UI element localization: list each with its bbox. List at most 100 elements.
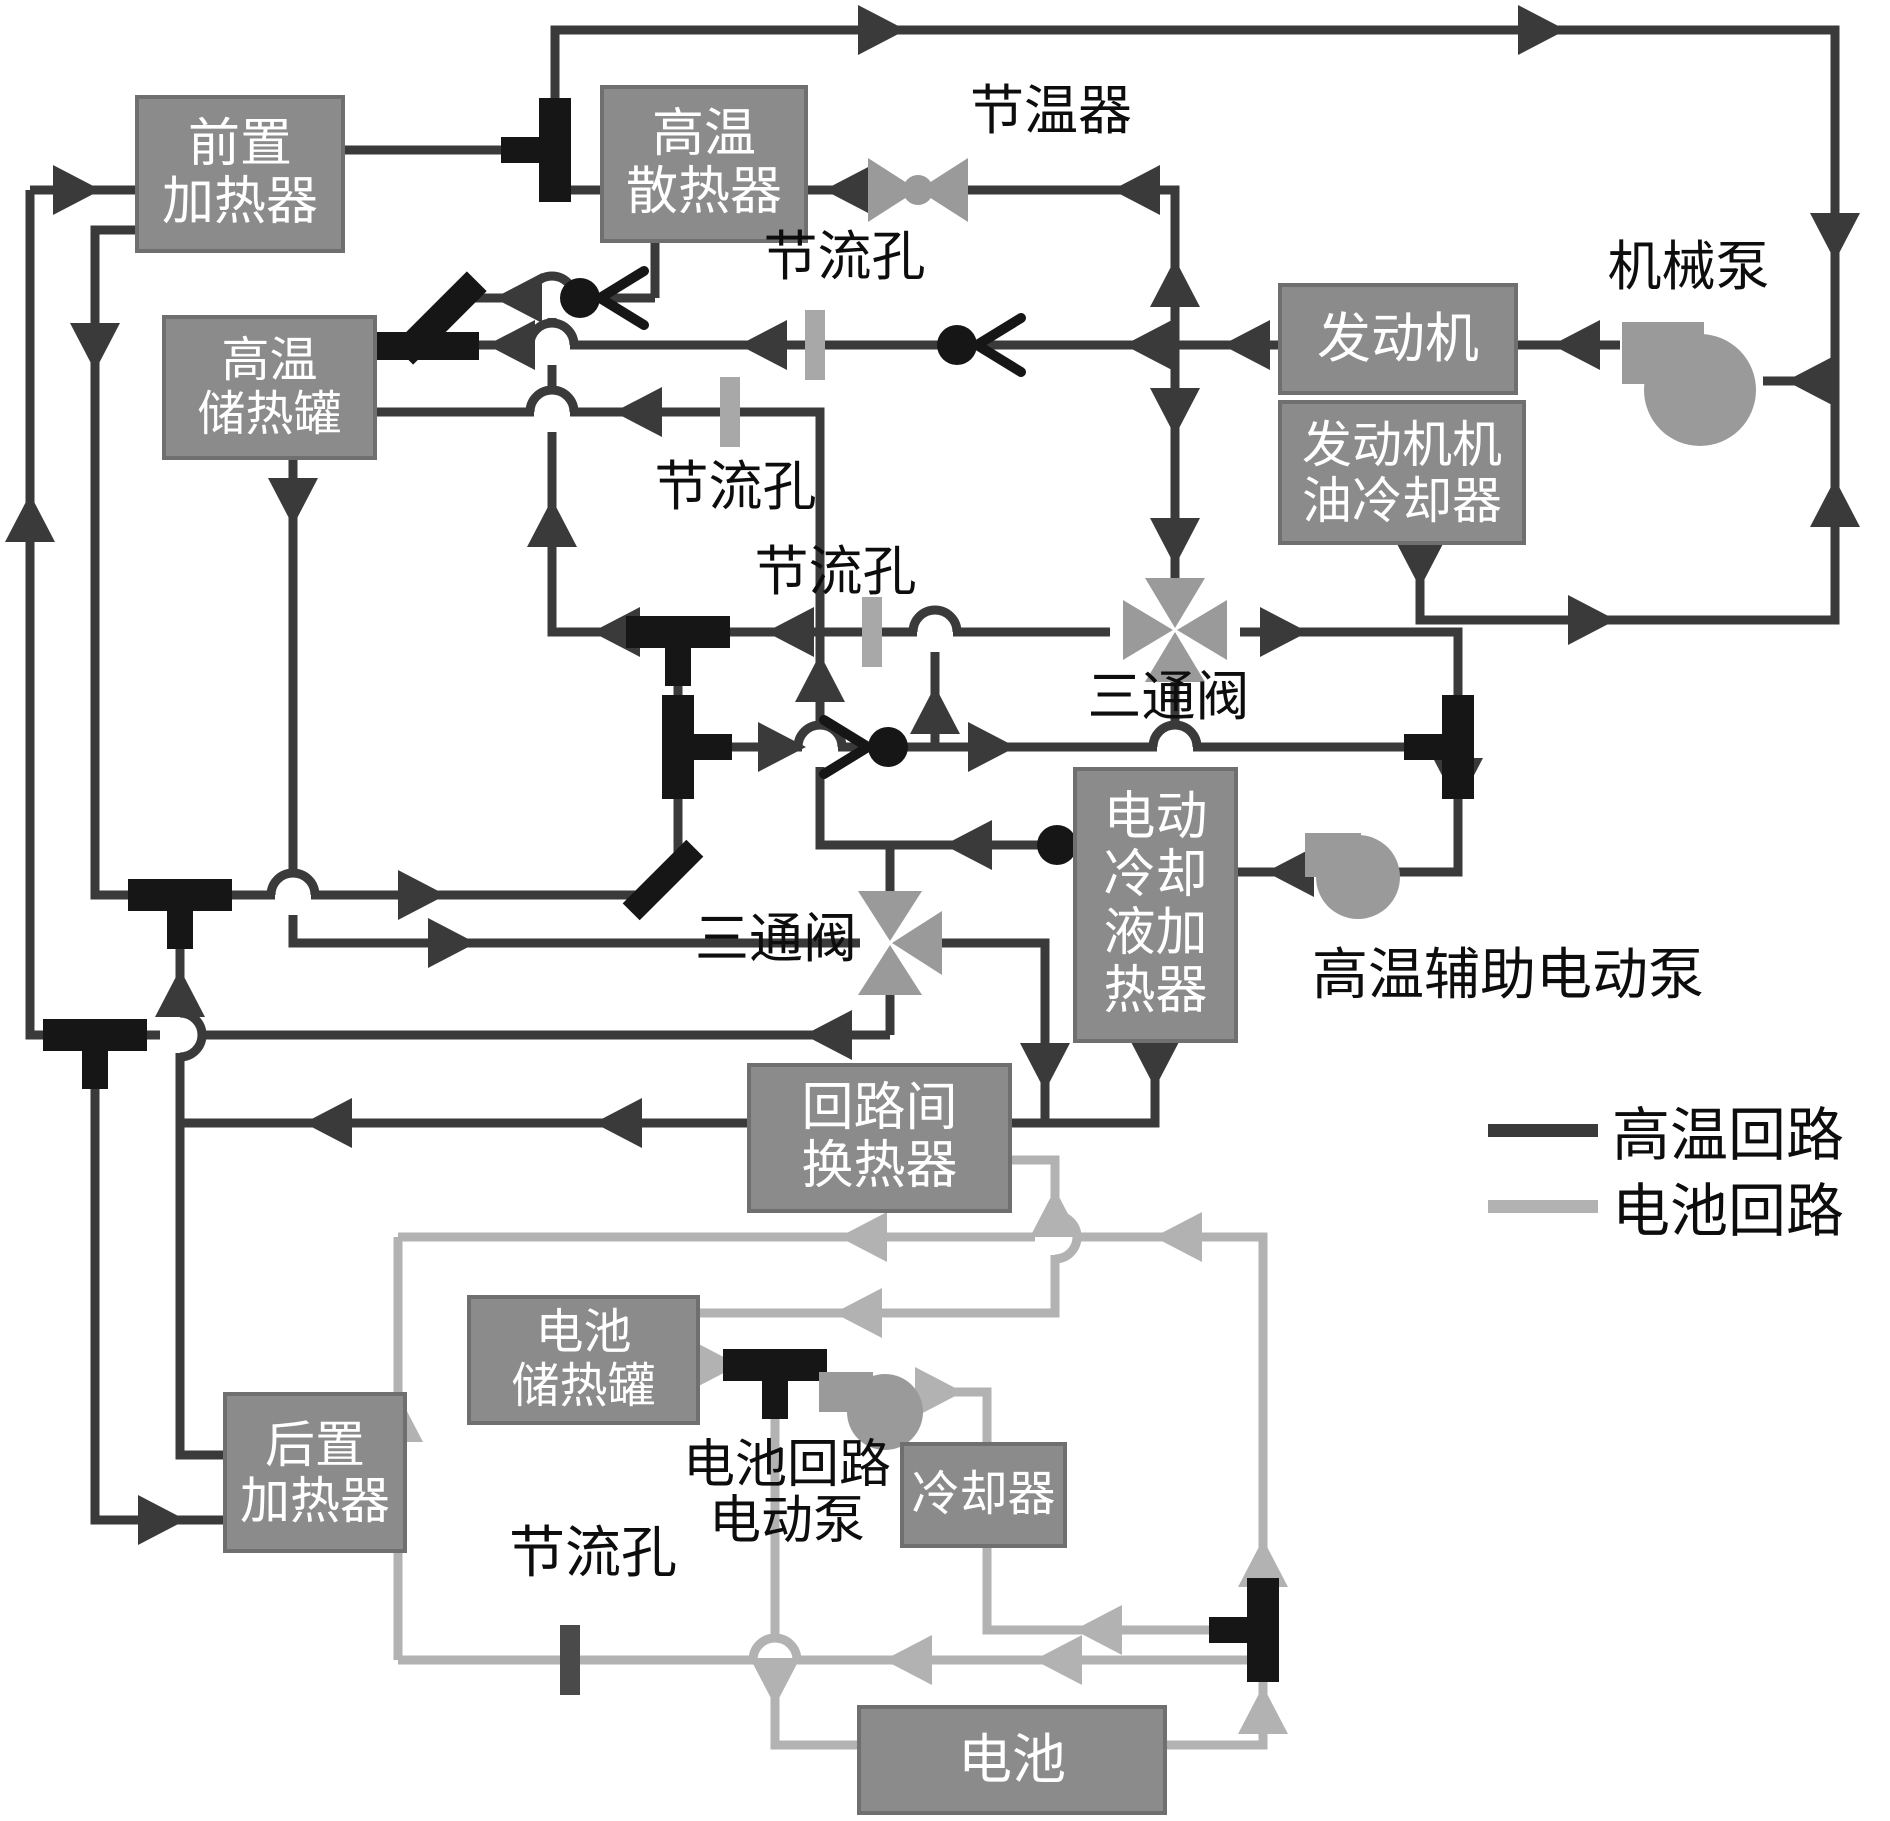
flow-arrow — [915, 1367, 963, 1417]
flow-arrow — [1260, 607, 1308, 657]
three-way-valve-1-icon — [1145, 578, 1205, 628]
three-way-valve-1-icon — [1123, 600, 1173, 660]
three-way-valve-1-label: 三通阀 — [1087, 667, 1250, 727]
diagonal-valve-icon — [393, 271, 487, 365]
pipe-hop — [793, 720, 847, 748]
battery-storage-tank-box: 电池 储热罐 — [467, 1295, 700, 1425]
flow-arrow — [1034, 1635, 1082, 1685]
flow-arrow — [691, 1340, 739, 1390]
cooler-box: 冷却器 — [900, 1442, 1067, 1548]
flow-arrow — [494, 273, 542, 323]
pipe-ht-loop — [90, 225, 655, 900]
flow-arrow — [1810, 479, 1860, 527]
flow-arrow — [839, 1212, 887, 1262]
flow-arrow — [884, 1635, 932, 1685]
diagonal-valve-icon — [622, 839, 704, 921]
check-valve-ball-icon — [560, 278, 600, 318]
flow-arrow — [1810, 213, 1860, 261]
orifice-2-label: 节流孔 — [654, 457, 817, 517]
ht-loop-legend-label: 高温回路 — [1612, 1103, 1845, 1168]
tee-fitting — [1209, 1617, 1263, 1643]
three-way-valve-1-icon — [1177, 600, 1227, 660]
flow-arrow — [304, 1098, 352, 1148]
flow-arrow — [527, 499, 577, 547]
flow-arrow — [739, 320, 787, 370]
mechanical-pump-label: 机械泵 — [1607, 237, 1770, 297]
flow-arrow — [1395, 540, 1445, 588]
three-way-valve-1-icon — [1145, 632, 1205, 682]
tee-fitting — [678, 734, 732, 760]
flow-arrow — [858, 5, 906, 55]
flow-arrow — [594, 1098, 642, 1148]
flow-arrow — [766, 607, 814, 657]
three-way-valve-2-icon — [892, 911, 942, 975]
legend-row-battery-loop: 电池回路 — [1488, 1168, 1844, 1244]
flow-arrow — [70, 323, 120, 371]
flow-arrow — [910, 686, 960, 734]
thermostat-label: 节温器 — [970, 81, 1132, 141]
pipe-hop — [525, 385, 579, 413]
engine-oil-cooler-box: 发动机机 油冷却器 — [1278, 400, 1526, 545]
battery-loop-swatch — [1488, 1199, 1598, 1213]
battery-pump-label: 电池回路 电动泵 — [682, 1437, 891, 1551]
pipe-hop — [266, 868, 320, 896]
flow-arrow — [968, 722, 1016, 772]
pipe-hop — [525, 318, 579, 346]
pipe-ht-loop — [25, 190, 890, 1040]
three-way-valve-2-icon — [858, 891, 922, 941]
flow-arrow — [834, 1288, 882, 1338]
flow-arrow — [1130, 1040, 1180, 1088]
flow-arrow — [5, 494, 55, 542]
flow-arrow — [795, 654, 845, 702]
diagonal-valve-icon — [393, 271, 487, 365]
flow-arrow — [1786, 356, 1834, 406]
pipe-hop — [748, 1633, 802, 1661]
thermostat-valve-icon — [918, 158, 968, 222]
flow-arrow — [1030, 1189, 1080, 1237]
engine-box: 发动机 — [1278, 283, 1518, 395]
flow-arrow — [487, 320, 535, 370]
flow-arrow — [1568, 595, 1616, 645]
pipe-hop — [179, 1008, 207, 1062]
orifice-icon — [560, 1625, 580, 1695]
diagonal-valve-icon — [622, 839, 704, 921]
tee-fitting — [82, 1035, 108, 1089]
orifice-icon — [720, 377, 740, 447]
flow-arrow — [1154, 1212, 1202, 1262]
orifice-4-label: 节流孔 — [509, 1523, 677, 1585]
flow-arrow — [155, 969, 205, 1017]
check-valve-ball-icon — [937, 325, 977, 365]
electric-coolant-heater-box: 电动 冷却 液加 热器 — [1073, 767, 1238, 1043]
flow-arrow — [268, 478, 318, 526]
flow-arrow — [1222, 320, 1270, 370]
check-valve-ball-icon — [1037, 825, 1077, 865]
flow-arrow — [1074, 1605, 1122, 1655]
three-way-valve-2-label: 三通阀 — [695, 909, 857, 969]
battery-loop-legend-label: 电池回路 — [1612, 1179, 1845, 1244]
flow-arrow — [944, 820, 992, 870]
ht-loop-swatch — [1488, 1123, 1598, 1137]
flow-arrow — [758, 722, 806, 772]
flow-arrow — [1112, 165, 1160, 215]
tee-fitting — [167, 895, 193, 949]
flow-arrow — [53, 165, 101, 215]
flow-arrow — [750, 1658, 800, 1706]
flow-arrow — [428, 918, 476, 968]
legend: 高温回路 电池回路 — [1488, 1092, 1844, 1244]
battery-box: 电池 — [857, 1705, 1167, 1815]
flow-arrow — [1238, 1686, 1288, 1734]
flow-arrow — [614, 387, 662, 437]
thermostat-valve-icon — [868, 158, 918, 222]
tee-fitting — [762, 1365, 788, 1419]
flow-arrow — [1150, 388, 1200, 436]
battery-pump-icon — [847, 1374, 923, 1450]
flow-arrow — [1266, 847, 1314, 897]
ht-aux-pump-icon — [1316, 835, 1400, 919]
flow-arrow — [824, 165, 872, 215]
flow-arrow — [1150, 518, 1200, 566]
orifice-icon — [805, 310, 825, 380]
flow-arrow — [1124, 320, 1172, 370]
pipe-hop — [908, 605, 962, 633]
